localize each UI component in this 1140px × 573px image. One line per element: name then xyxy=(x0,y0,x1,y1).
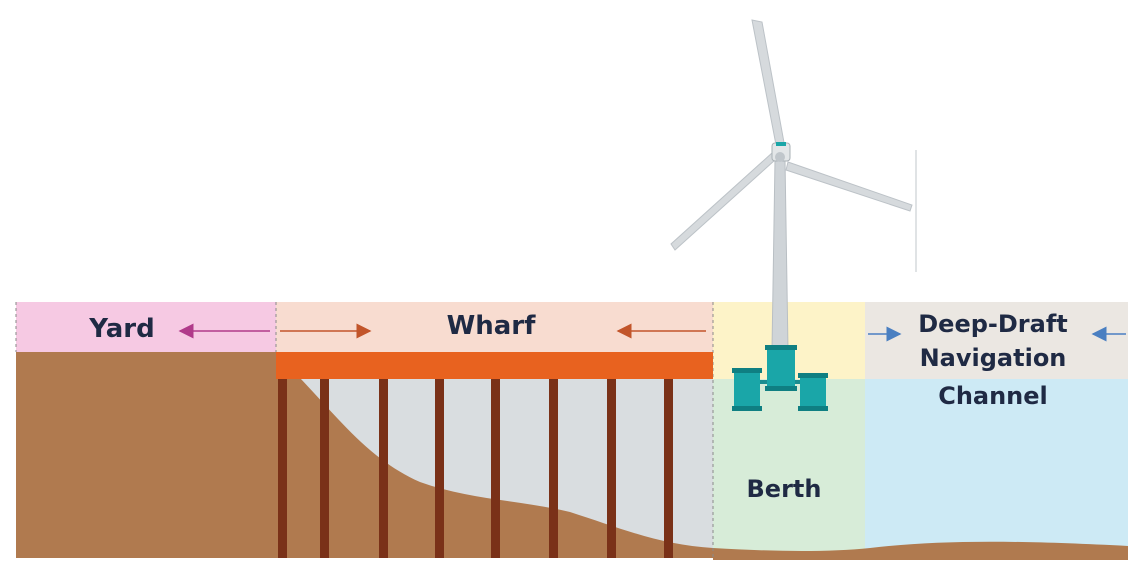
turbine-tower-marker xyxy=(776,142,786,146)
wharf-deck xyxy=(276,352,713,379)
platform-column-right xyxy=(800,375,826,411)
wind-turbine-icon xyxy=(670,19,917,351)
pile xyxy=(607,379,616,558)
platform-column-right-cap xyxy=(798,373,828,378)
platform-column-center xyxy=(767,347,795,389)
yard-soil xyxy=(16,352,276,558)
pile xyxy=(549,379,558,558)
pile xyxy=(435,379,444,558)
turbine-blade-left xyxy=(670,152,776,251)
yard-band xyxy=(16,302,276,352)
pile xyxy=(664,379,673,558)
turbine-hub xyxy=(775,152,785,162)
channel-water xyxy=(865,379,1128,558)
wharf-piles xyxy=(278,379,673,558)
channel-label-line2: Navigation xyxy=(920,344,1067,372)
pile xyxy=(491,379,500,558)
seabed xyxy=(713,541,1128,560)
pile xyxy=(278,379,287,558)
turbine-blade-right xyxy=(785,161,913,212)
turbine-blade-up xyxy=(751,19,786,151)
pile xyxy=(379,379,388,558)
wharf-band xyxy=(276,302,713,352)
berth-label: Berth xyxy=(747,475,822,503)
channel-label-line1: Deep-Draft xyxy=(918,310,1067,338)
pile xyxy=(320,379,329,558)
platform-column-left xyxy=(734,370,760,410)
yard-label: Yard xyxy=(88,314,154,344)
platform-column-left-base xyxy=(732,406,762,411)
wharf-label: Wharf xyxy=(447,311,537,341)
platform-column-right-base xyxy=(798,406,828,411)
floating-platform-icon xyxy=(732,345,828,411)
channel-band xyxy=(865,302,1128,379)
channel-label-line3: Channel xyxy=(938,382,1048,410)
platform-column-center-base xyxy=(765,386,797,391)
platform-column-left-cap xyxy=(732,368,762,373)
turbine-tower xyxy=(771,159,789,351)
platform-column-center-cap xyxy=(765,345,797,350)
